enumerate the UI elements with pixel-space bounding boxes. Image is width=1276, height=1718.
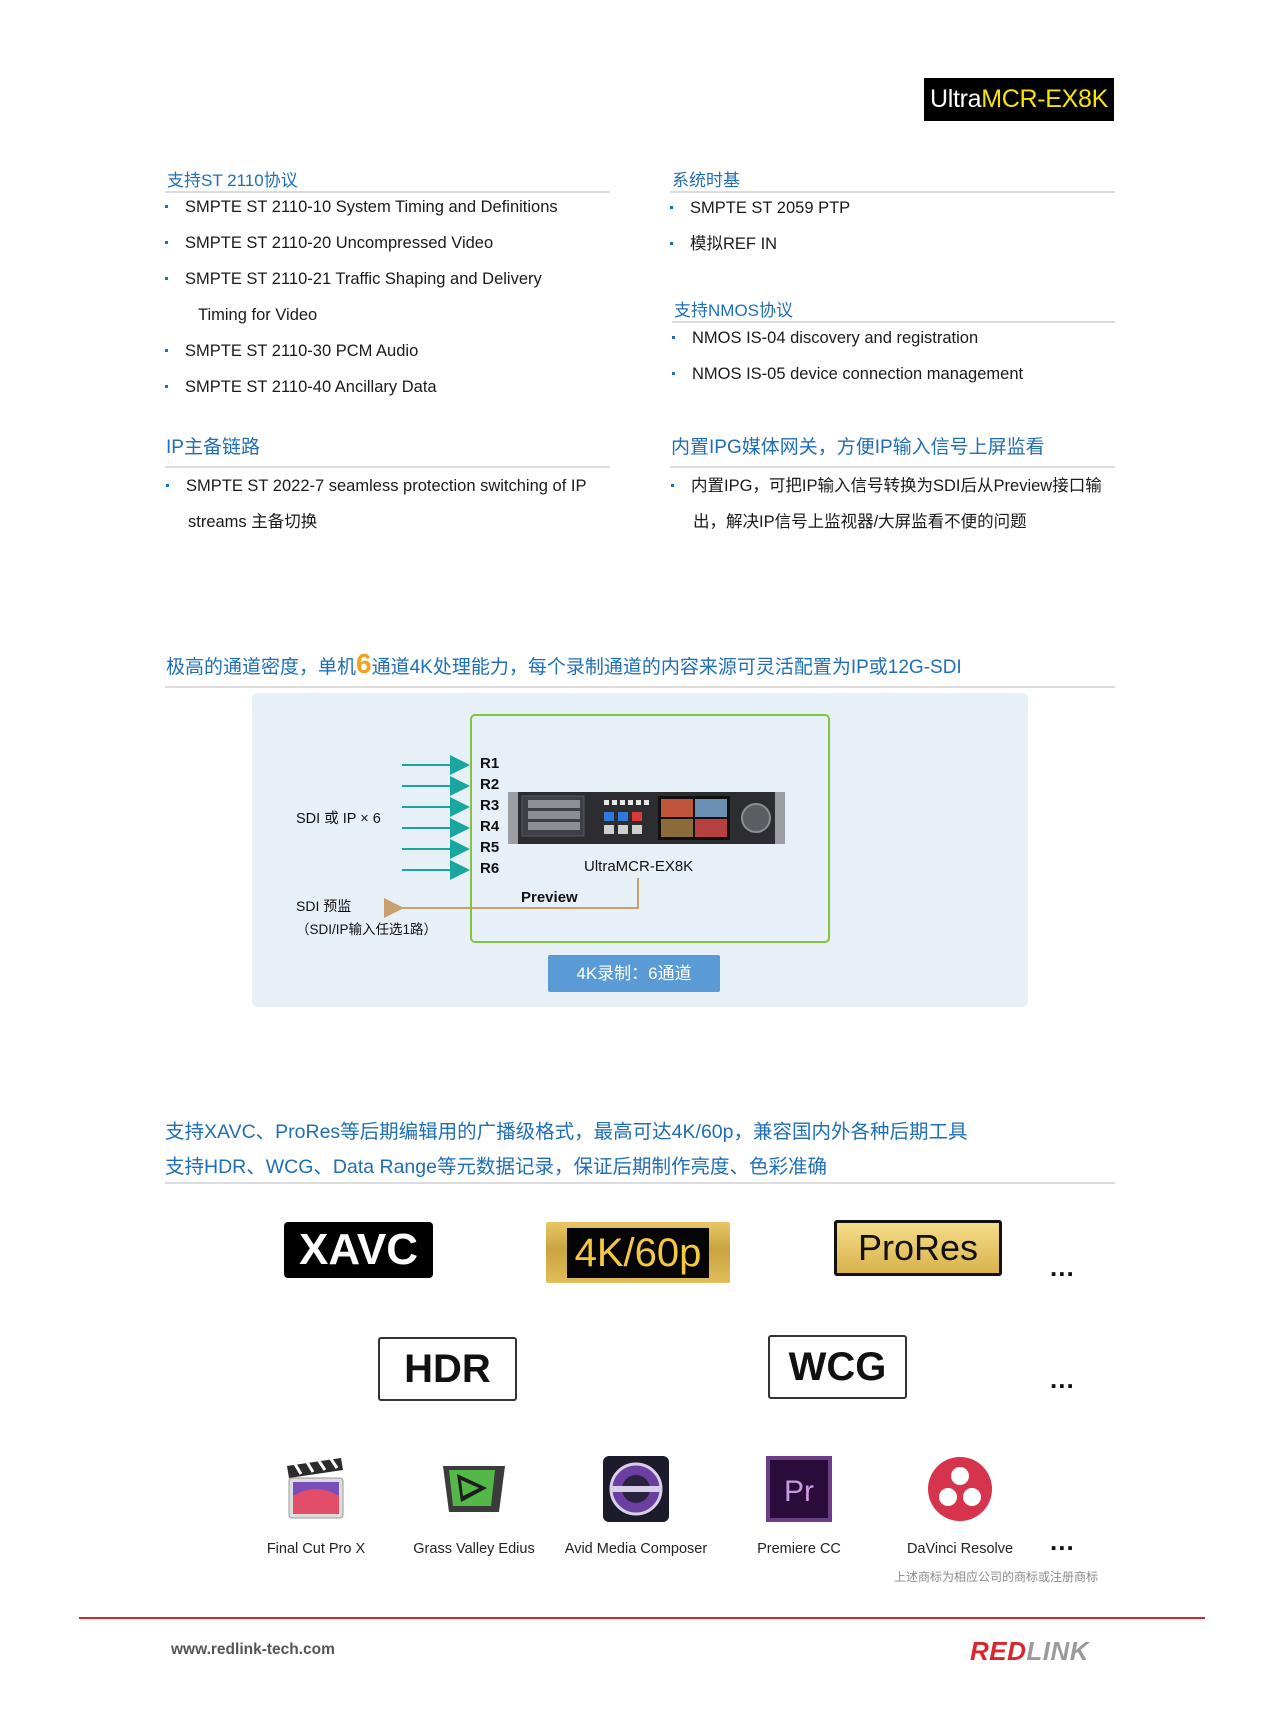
timing-list: SMPTE ST 2059 PTP 模拟REF IN bbox=[670, 190, 850, 262]
list-item: SMPTE ST 2110-21 Traffic Shaping and Del… bbox=[165, 261, 558, 297]
avid-icon bbox=[603, 1456, 669, 1522]
footer-website-link[interactable]: www.redlink-tech.com bbox=[171, 1641, 335, 1658]
more-formats-ellipsis: ... bbox=[1050, 1252, 1075, 1282]
prores-badge: ProRes bbox=[834, 1220, 1002, 1276]
input-label-r2: R2 bbox=[480, 776, 500, 793]
final-cut-pro-icon bbox=[287, 1458, 344, 1519]
section-divider bbox=[165, 191, 610, 193]
section-title-ip-redundancy: IP主备链路 bbox=[166, 437, 260, 458]
hdr-badge: HDR bbox=[378, 1337, 517, 1401]
redlink-logo: REDLINK bbox=[970, 1636, 1090, 1666]
software-label: Avid Media Composer bbox=[564, 1541, 708, 1557]
software-label: Premiere CC bbox=[757, 1541, 841, 1557]
record-channels-chip: 4K录制：6通道 bbox=[548, 955, 720, 992]
footer-divider bbox=[79, 1617, 1205, 1619]
product-badge-prefix: Ultra bbox=[929, 85, 982, 113]
ipg-list: 内置IPG，可把IP输入信号转换为SDI后从Preview接口输 出，解决IP信… bbox=[671, 468, 1102, 540]
list-item: 出，解决IP信号上监视器/大屏监看不便的问题 bbox=[693, 513, 1027, 531]
software-label: Final Cut Pro X bbox=[266, 1541, 366, 1557]
4k60p-badge: 4K/60p bbox=[546, 1222, 730, 1283]
edius-icon bbox=[443, 1466, 505, 1512]
software-label: Grass Valley Edius bbox=[413, 1541, 535, 1557]
list-item: Timing for Video bbox=[198, 306, 318, 324]
diagram-arrows bbox=[384, 755, 639, 918]
device-name: UltraMCR-EX8K bbox=[584, 858, 694, 875]
section-divider bbox=[165, 686, 1115, 688]
rack-device-image bbox=[508, 792, 785, 844]
input-label-r5: R5 bbox=[480, 839, 500, 856]
input-label-r3: R3 bbox=[480, 797, 500, 814]
ip-redundancy-list: SMPTE ST 2022-7 seamless protection swit… bbox=[166, 468, 586, 540]
davinci-icon bbox=[928, 1457, 992, 1521]
list-item: SMPTE ST 2110-30 PCM Audio bbox=[165, 333, 558, 369]
svg-text:Pr: Pr bbox=[784, 1475, 814, 1508]
product-badge: UltraMCR-EX8K bbox=[924, 78, 1114, 121]
section-title-timing: 系统时基 bbox=[672, 171, 740, 190]
section-title-formats: 支持XAVC、ProRes等后期编辑用的广播级格式，最高可达4K/60p，兼容国… bbox=[165, 1121, 968, 1143]
list-item: SMPTE ST 2110-10 System Timing and Defin… bbox=[165, 189, 558, 225]
section-title-channels: 极高的通道密度，单机6通道4K处理能力，每个录制通道的内容来源可灵活配置为IP或… bbox=[166, 648, 962, 679]
more-metadata-ellipsis: ... bbox=[1050, 1364, 1075, 1394]
list-item: SMPTE ST 2110-20 Uncompressed Video bbox=[165, 225, 558, 261]
st2110-list: SMPTE ST 2110-10 System Timing and Defin… bbox=[165, 189, 558, 405]
list-item: NMOS IS-05 device connection management bbox=[672, 356, 1023, 392]
trademark-note: 上述商标为相应公司的商标或注册商标 bbox=[894, 1570, 1099, 1584]
section-title-nmos: 支持NMOS协议 bbox=[674, 301, 793, 320]
list-item: NMOS IS-04 discovery and registration bbox=[672, 320, 1023, 356]
list-item: streams 主备切换 bbox=[188, 513, 318, 531]
xavc-badge: XAVC bbox=[284, 1222, 433, 1278]
section-title-st2110: 支持ST 2110协议 bbox=[167, 171, 298, 190]
input-label-r1: R1 bbox=[480, 755, 500, 772]
section-divider bbox=[165, 466, 610, 468]
monitor-label: SDI 预监 bbox=[296, 898, 352, 914]
section-title-ipg: 内置IPG媒体网关，方便IP输入信号上屏监看 bbox=[671, 437, 1045, 458]
list-item: SMPTE ST 2110-40 Ancillary Data bbox=[165, 369, 558, 405]
input-label-r4: R4 bbox=[480, 818, 500, 835]
channel-count: 6 bbox=[356, 648, 372, 679]
list-item: SMPTE ST 2022-7 seamless protection swit… bbox=[166, 468, 586, 504]
product-badge-model: MCR-EX8K bbox=[981, 85, 1109, 113]
list-item: 模拟REF IN bbox=[670, 226, 850, 262]
section-divider bbox=[670, 191, 1115, 193]
monitor-sublabel: （SDI/IP输入任选1路） bbox=[296, 922, 438, 937]
section-divider bbox=[672, 321, 1115, 323]
workflow-diagram bbox=[252, 693, 1028, 1007]
input-label-r6: R6 bbox=[480, 860, 500, 877]
software-label: DaVinci Resolve bbox=[906, 1541, 1014, 1557]
list-item: SMPTE ST 2059 PTP bbox=[670, 190, 850, 226]
section-divider bbox=[670, 466, 1115, 468]
nmos-list: NMOS IS-04 discovery and registration NM… bbox=[672, 320, 1023, 392]
section-divider bbox=[165, 1182, 1115, 1184]
section-subtitle-formats: 支持HDR、WCG、Data Range等元数据记录，保证后期制作亮度、色彩准确 bbox=[165, 1156, 827, 1178]
inputs-label: SDI 或 IP × 6 bbox=[296, 811, 381, 827]
premiere-icon: Pr bbox=[766, 1456, 832, 1522]
wcg-badge: WCG bbox=[768, 1335, 907, 1399]
more-software-ellipsis: ... bbox=[1050, 1526, 1075, 1556]
preview-label: Preview bbox=[521, 889, 578, 906]
device-boundary bbox=[470, 714, 830, 943]
preview-arrow bbox=[384, 878, 639, 918]
list-item: 内置IPG，可把IP输入信号转换为SDI后从Preview接口输 bbox=[671, 468, 1102, 504]
